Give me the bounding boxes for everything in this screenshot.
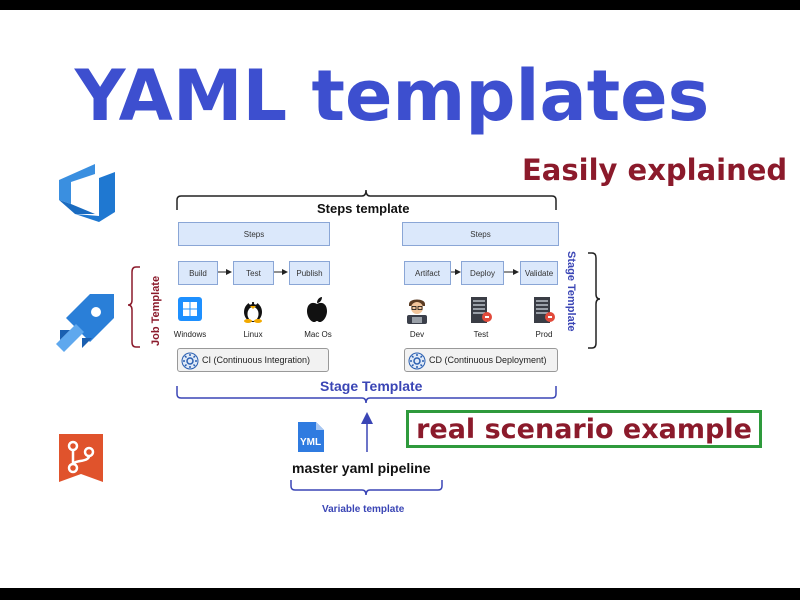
ci-step-test: Test xyxy=(233,261,274,285)
ci-label: CI (Continuous Integration) xyxy=(202,355,311,365)
top-border xyxy=(0,0,800,10)
ci-step-build: Build xyxy=(178,261,218,285)
azure-pipelines-icon xyxy=(56,294,114,352)
yaml-icon-text: YML xyxy=(300,437,321,448)
master-pipeline-label: master yaml pipeline xyxy=(292,460,431,476)
linux-icon xyxy=(244,301,262,323)
gear-icon xyxy=(181,352,199,370)
cd-box: CD (Continuous Deployment) xyxy=(404,348,558,372)
steps-template-label: Steps template xyxy=(317,201,410,216)
main-title: YAML templates xyxy=(74,55,710,137)
apple-icon xyxy=(307,297,327,322)
ci-box: CI (Continuous Integration) xyxy=(177,348,329,372)
left-steps-box: Steps xyxy=(178,222,330,246)
platform-label-macos: Mac Os xyxy=(304,330,332,339)
real-scenario-text: real scenario example xyxy=(416,413,752,445)
ci-step-publish: Publish xyxy=(289,261,330,285)
developer-icon xyxy=(407,299,427,324)
cd-step-artifact: Artifact xyxy=(404,261,451,285)
gear-icon xyxy=(408,352,426,370)
azure-repos-icon xyxy=(59,434,103,482)
yaml-file-icon: YML xyxy=(298,422,324,452)
cd-step-validate: Validate xyxy=(520,261,558,285)
bottom-border xyxy=(0,588,800,600)
env-label-test: Test xyxy=(473,330,489,339)
server-prod-icon xyxy=(534,297,555,323)
variable-template-label: Variable template xyxy=(322,504,405,515)
subtitle: Easily explained xyxy=(522,153,788,187)
cd-step-deploy: Deploy xyxy=(461,261,504,285)
platform-label-linux: Linux xyxy=(243,330,263,339)
cd-label: CD (Continuous Deployment) xyxy=(429,355,547,365)
azure-devops-icon xyxy=(59,164,115,222)
job-template-label: Job Template xyxy=(150,275,162,346)
server-test-icon xyxy=(471,297,492,323)
windows-icon xyxy=(178,297,202,321)
env-label-prod: Prod xyxy=(535,330,553,339)
real-scenario-callout: real scenario example xyxy=(406,410,762,448)
right-steps-box: Steps xyxy=(402,222,559,246)
stage-template-label: Stage Template xyxy=(320,378,423,394)
platform-label-windows: Windows xyxy=(173,330,207,339)
stage-template-side-label: Stage Template xyxy=(565,251,577,332)
env-label-dev: Dev xyxy=(409,330,425,339)
